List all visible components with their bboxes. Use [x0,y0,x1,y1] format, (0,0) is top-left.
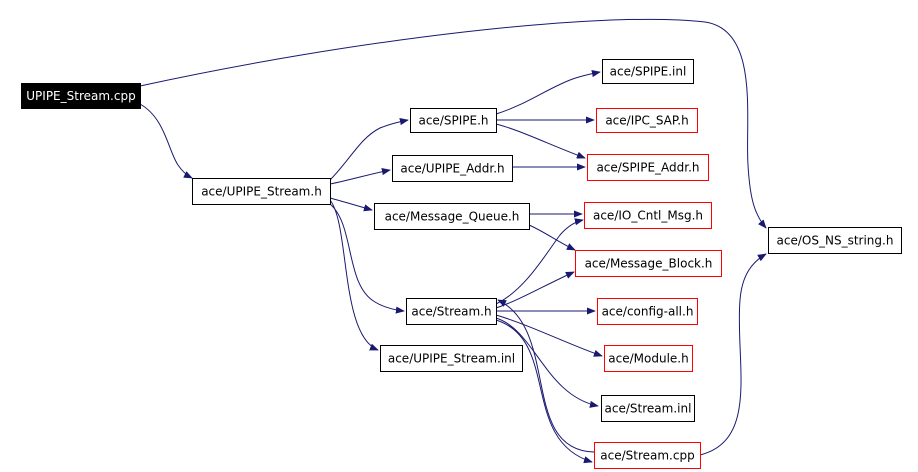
node-ace-message-queue-h[interactable]: ace/Message_Queue.h [374,203,530,230]
node-ace-upipe-stream-inl[interactable]: ace/UPIPE_Stream.inl [380,345,523,372]
node-label: ace/UPIPE_Addr.h [400,162,504,176]
node-label: ace/SPIPE.h [418,114,488,128]
edge-ace-upipe-stream-h-to-ace-upipe-stream-inl [329,199,379,351]
edge-ace-message-queue-h-to-ace-message-block-h [528,224,576,251]
node-ace-spipe-addr-h[interactable]: ace/SPIPE_Addr.h [587,154,709,181]
node-box [584,202,712,229]
node-ace-message-block-h[interactable]: ace/Message_Block.h [575,250,722,277]
node-ace-stream-h[interactable]: ace/Stream.h [406,298,497,325]
edge-ace-upipe-stream-h-to-ace-message-queue-h [329,197,373,212]
edge-ace-upipe-stream-h-to-ace-stream-h [329,203,405,314]
node-label: ace/UPIPE_Stream.inl [388,352,515,366]
node-label: ace/IO_Cntl_Msg.h [593,209,703,223]
node-ace-config-all-h[interactable]: ace/config-all.h [597,298,698,325]
node-ace-upipe-addr-h[interactable]: ace/UPIPE_Addr.h [392,155,513,182]
edge-ace-spipe-h-to-ace-spipe-addr-h [495,123,586,159]
node-label: ace/Stream.h [411,305,491,319]
node-box [410,108,497,133]
node-label: ace/UPIPE_Stream.h [201,185,322,199]
node-box [597,298,698,325]
edge-upipe-stream-cpp-to-ace-os-ns-string-h [139,18,767,229]
node-ace-stream-cpp[interactable]: ace/Stream.cpp [594,442,701,469]
edge-ace-upipe-stream-h-to-ace-upipe-addr-h [329,168,391,185]
node-box [604,345,693,372]
node-label: ace/OS_NS_string.h [777,234,894,248]
node-label: ace/Message_Block.h [585,257,713,271]
node-label: UPIPE_Stream.cpp [26,89,135,103]
node-label: ace/SPIPE_Addr.h [596,161,699,175]
node-box [602,59,694,84]
node-box [768,227,902,254]
edge-ace-stream-cpp-to-ace-stream-h [497,299,595,453]
edge-upipe-stream-cpp-to-ace-upipe-stream-h [139,103,193,179]
edge-ace-stream-h-to-ace-module-h [495,314,603,357]
node-label: ace/IPC_SAP.h [605,114,688,128]
node-ace-spipe-inl[interactable]: ace/SPIPE.inl [602,59,694,84]
node-box [594,442,701,469]
node-label: ace/Stream.inl [605,402,692,416]
edge-ace-upipe-stream-h-to-ace-spipe-h [329,118,409,181]
node-label: ace/Message_Queue.h [385,210,520,224]
edge-ace-stream-h-to-ace-io-cntl-msg-h [495,218,584,305]
node-box [192,178,331,205]
nodes-layer: UPIPE_Stream.cpp ace/UPIPE_Stream.h ace/SP… [21,59,902,469]
node-ace-upipe-stream-h[interactable]: ace/UPIPE_Stream.h [192,178,331,205]
node-ace-ipc-sap-h[interactable]: ace/IPC_SAP.h [596,108,698,133]
node-label: ace/config-all.h [602,305,694,319]
node-upipe-stream-cpp: UPIPE_Stream.cpp [21,83,141,109]
node-box [587,154,709,181]
node-box [596,108,698,133]
node-label: ace/Module.h [608,352,688,366]
node-box [374,203,530,230]
node-box [601,395,695,422]
node-box [380,345,523,372]
edge-ace-stream-h-to-ace-stream-cpp [495,319,593,464]
node-ace-spipe-h[interactable]: ace/SPIPE.h [410,108,497,133]
node-box [575,250,722,277]
node-ace-os-ns-string-h[interactable]: ace/OS_NS_string.h [768,227,902,254]
node-label: ace/Stream.cpp [600,449,694,463]
node-ace-stream-inl[interactable]: ace/Stream.inl [601,395,695,422]
edge-ace-stream-cpp-to-ace-os-ns-string-h [699,253,767,456]
node-ace-io-cntl-msg-h[interactable]: ace/IO_Cntl_Msg.h [584,202,712,229]
edge-ace-stream-h-to-ace-stream-inl [495,317,599,408]
edges-layer [139,18,767,464]
node-label: ace/SPIPE.inl [610,65,687,79]
edge-ace-stream-h-to-ace-message-block-h [495,271,575,309]
node-box [392,155,513,182]
node-box [21,83,141,109]
edge-ace-spipe-h-to-ace-spipe-inl [495,70,601,115]
node-ace-module-h[interactable]: ace/Module.h [604,345,693,372]
node-box [406,298,497,325]
